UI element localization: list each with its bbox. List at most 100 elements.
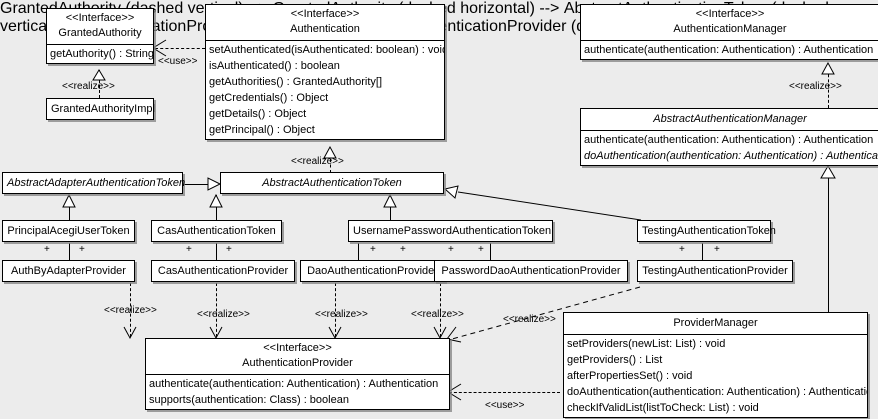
class-name-principal-acegi-user-token: PrincipalAcegiUserToken bbox=[7, 225, 130, 237]
class-name-password-dao-authentication-provider: PasswordDaoAuthenticationProvider bbox=[441, 265, 621, 277]
association-marker: + bbox=[400, 244, 406, 255]
association-line-testing-token-provider bbox=[702, 243, 703, 260]
method-item: getProviders() : List bbox=[567, 354, 663, 366]
class-testing-authentication-provider[interactable]: TestingAuthenticationProvider bbox=[637, 260, 793, 282]
method-item: setAuthenticated(isAuthenticated: boolea… bbox=[209, 44, 444, 56]
class-auth-by-adapter-provider[interactable]: AuthByAdapterProvider bbox=[2, 260, 135, 282]
generalization-line-adaptertoken bbox=[182, 184, 211, 185]
class-authentication-manager[interactable]: <<Interface>> AuthenticationManager auth… bbox=[580, 4, 878, 60]
class-name-testing-authentication-token: TestingAuthenticationToken bbox=[642, 225, 776, 237]
methods-abstract-authentication-manager: authenticate(authentication: Authenticat… bbox=[581, 130, 878, 165]
methods-authentication: setAuthenticated(isAuthenticated: boolea… bbox=[206, 40, 444, 139]
class-name-cas-authentication-token: CasAuthenticationToken bbox=[157, 225, 276, 237]
method-item: getPrincipal() : Object bbox=[209, 124, 315, 136]
realize-line-abstractauthenticationtoken bbox=[330, 148, 331, 173]
class-header-provider-manager: ProviderManager bbox=[564, 313, 867, 334]
label-realize-abstractauthenticationtoken: <<realize>> bbox=[291, 156, 344, 167]
association-marker: + bbox=[714, 244, 720, 255]
class-name-username-password-authentication-token: UsernamePasswordAuthenticationToken bbox=[353, 225, 552, 237]
class-header-authentication: <<Interface>> Authentication bbox=[206, 5, 444, 40]
method-item: checkIfValidList(listToCheck: List) : vo… bbox=[567, 402, 759, 414]
method-item: supports(authentication: Class) : boolea… bbox=[149, 394, 349, 406]
stereotype-interface: <<Interface>> bbox=[65, 12, 135, 24]
association-line-username-passworddao bbox=[490, 243, 491, 260]
generalization-line-casauthenticationtoken bbox=[216, 195, 217, 220]
method-item: doAuthentication(authentication: Authent… bbox=[567, 386, 867, 398]
association-line-principalacegi-authbyadapter bbox=[69, 243, 70, 260]
class-authentication-provider[interactable]: <<Interface>> AuthenticationProvider aut… bbox=[145, 338, 450, 410]
realize-line-abstractauthenticationmanager bbox=[828, 64, 829, 108]
method-item: getCredentials() : Object bbox=[209, 92, 329, 104]
generalization-line-principalacegiusertoken bbox=[69, 195, 70, 220]
class-name-abstract-adapter-authentication-token: AbstractAdapterAuthenticationToken bbox=[7, 177, 186, 189]
realize-line-passworddaoprovider bbox=[440, 283, 441, 337]
class-dao-authentication-provider[interactable]: DaoAuthenticationProvider bbox=[300, 260, 445, 282]
method-item: setProviders(newList: List) : void bbox=[567, 338, 726, 350]
class-name-abstract-authentication-token: AbstractAuthenticationToken bbox=[262, 177, 402, 189]
label-realize-passworddaoprovider: <<realize>> bbox=[411, 309, 464, 320]
label-use-authentication-grantedauthority: <<use>> bbox=[158, 56, 198, 67]
class-authentication[interactable]: <<Interface>> Authentication setAuthenti… bbox=[205, 4, 445, 140]
class-name-abstract-authentication-manager: AbstractAuthenticationManager bbox=[653, 113, 807, 125]
class-testing-authentication-token[interactable]: TestingAuthenticationToken bbox=[637, 220, 776, 242]
class-abstract-authentication-token[interactable]: AbstractAuthenticationToken bbox=[220, 172, 444, 194]
association-marker: + bbox=[448, 244, 454, 255]
class-name-cas-authentication-provider: CasAuthenticationProvider bbox=[157, 265, 289, 277]
class-granted-authority[interactable]: <<Interface>> GrantedAuthority getAuthor… bbox=[46, 8, 154, 64]
use-line-providermanager-authenticationprovider bbox=[449, 392, 560, 393]
realize-line-daoauthenticationprovider bbox=[335, 283, 336, 337]
class-cas-authentication-token[interactable]: CasAuthenticationToken bbox=[151, 220, 282, 242]
class-header-granted-authority: <<Interface>> GrantedAuthority bbox=[47, 9, 153, 44]
class-username-password-authentication-token[interactable]: UsernamePasswordAuthenticationToken bbox=[348, 220, 553, 242]
methods-authentication-provider: authenticate(authentication: Authenticat… bbox=[146, 374, 449, 409]
class-name-granted-authority: GrantedAuthority bbox=[58, 27, 142, 39]
class-granted-authority-impl[interactable]: GrantedAuthorityImpl bbox=[46, 98, 155, 120]
class-name-authentication: Authentication bbox=[290, 23, 360, 35]
methods-provider-manager: setProviders(newList: List) : void getPr… bbox=[564, 334, 867, 417]
method-item: doAuthentication(authentication: Authent… bbox=[584, 150, 878, 162]
stereotype-interface: <<Interface>> bbox=[263, 342, 332, 354]
method-item: getAuthority() : String bbox=[50, 48, 153, 60]
generalization-line-providermanager bbox=[828, 167, 829, 312]
method-item: authenticate(authentication: Authenticat… bbox=[584, 134, 874, 146]
label-realize-casauthenticationprovider: <<realize>> bbox=[197, 309, 250, 320]
method-item: getDetails() : Object bbox=[209, 108, 307, 120]
association-marker: + bbox=[44, 244, 50, 255]
label-realize-authbyadapterprovider: <<realize>> bbox=[104, 305, 157, 316]
class-name-auth-by-adapter-provider: AuthByAdapterProvider bbox=[11, 265, 126, 277]
stereotype-interface: <<Interface>> bbox=[695, 8, 765, 20]
association-marker: + bbox=[679, 244, 685, 255]
class-name-granted-authority-impl: GrantedAuthorityImpl bbox=[51, 103, 155, 115]
class-abstract-adapter-authentication-token[interactable]: AbstractAdapterAuthenticationToken bbox=[2, 172, 186, 194]
class-name-testing-authentication-provider: TestingAuthenticationProvider bbox=[642, 265, 788, 277]
label-realize-testingauthenticationprovider: <<realize>> bbox=[503, 314, 556, 325]
realize-line-authbyadapterprovider bbox=[130, 283, 131, 337]
realize-line-casauthenticationprovider bbox=[216, 283, 217, 337]
realize-line-grantedauthorityimpl bbox=[99, 70, 100, 98]
association-marker: + bbox=[478, 244, 484, 255]
stereotype-interface: <<Interface>> bbox=[290, 8, 360, 20]
class-cas-authentication-provider[interactable]: CasAuthenticationProvider bbox=[151, 260, 295, 282]
association-marker: + bbox=[370, 244, 376, 255]
class-header-authentication-provider: <<Interface>> AuthenticationProvider bbox=[146, 339, 449, 374]
method-item: afterPropertiesSet() : void bbox=[567, 370, 693, 382]
class-provider-manager[interactable]: ProviderManager setProviders(newList: Li… bbox=[563, 312, 868, 418]
label-realize-grantedauthorityimpl: <<realize>> bbox=[62, 81, 115, 92]
association-line-username-dao bbox=[358, 243, 359, 260]
class-principal-acegi-user-token[interactable]: PrincipalAcegiUserToken bbox=[2, 220, 135, 242]
methods-authentication-manager: authenticate(authentication: Authenticat… bbox=[581, 40, 878, 59]
method-item: isAuthenticated() : boolean bbox=[209, 60, 340, 72]
label-use-providermanager-authenticationprovider: <<use>> bbox=[485, 400, 525, 411]
class-name-authentication-manager: AuthenticationManager bbox=[673, 23, 787, 35]
use-line-authentication-grantedauthority bbox=[155, 48, 205, 49]
method-item: authenticate(authentication: Authenticat… bbox=[149, 378, 439, 390]
class-password-dao-authentication-provider[interactable]: PasswordDaoAuthenticationProvider bbox=[434, 260, 628, 282]
class-name-provider-manager: ProviderManager bbox=[673, 317, 758, 329]
class-abstract-authentication-manager[interactable]: AbstractAuthenticationManager authentica… bbox=[580, 108, 878, 166]
class-header-abstract-authentication-manager: AbstractAuthenticationManager bbox=[581, 109, 878, 130]
association-marker: + bbox=[79, 244, 85, 255]
generalization-line-usernamepasswordtoken bbox=[390, 195, 391, 220]
class-name-dao-authentication-provider: DaoAuthenticationProvider bbox=[307, 265, 438, 277]
association-line-cas-token-provider bbox=[216, 243, 217, 260]
